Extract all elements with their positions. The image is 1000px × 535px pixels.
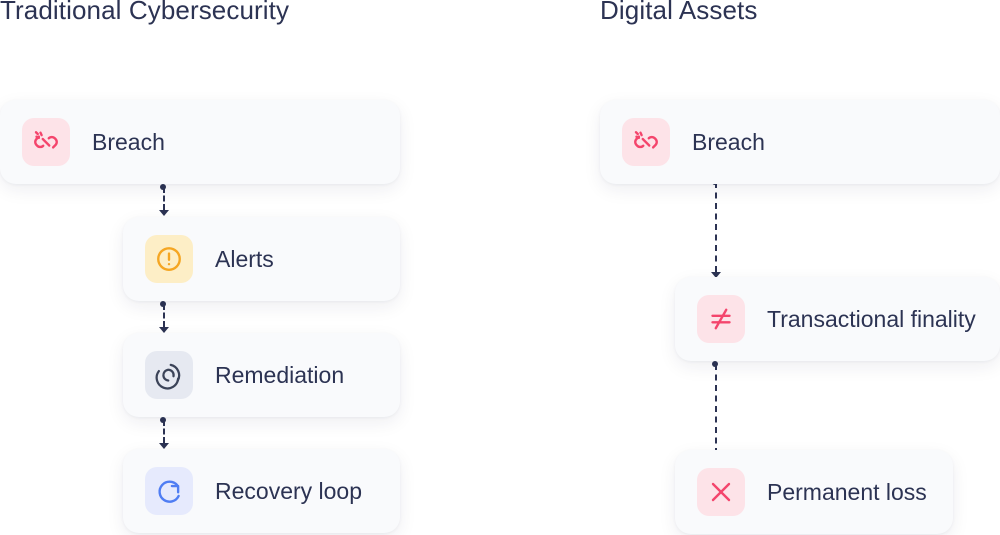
node-permanent-loss[interactable]: Permanent loss [675,450,953,534]
node-label: Recovery loop [215,477,363,504]
node-breach-traditional[interactable]: Breach [0,100,400,184]
connector-line [715,182,717,272]
connector-arrowhead [159,443,169,449]
node-label: Transactional finality [767,305,976,332]
spinner-arcs-icon [145,351,193,399]
connector-arrowhead [711,272,721,278]
circular-arrow-icon [145,467,193,515]
column-title-digital-assets: Digital Assets [600,0,758,25]
connector-remediation-to-recovery-loop [157,417,171,449]
node-recovery-loop[interactable]: Recovery loop [123,449,400,533]
node-label: Breach [92,128,165,155]
node-label: Remediation [215,361,345,388]
connector-line [163,304,165,327]
connector-breach-to-transactional-finality [709,179,723,278]
connector-alerts-to-remediation [157,301,171,333]
connector-breach-to-alerts [157,184,171,216]
connector-line [715,364,717,454]
connector-arrowhead [159,210,169,216]
node-label: Permanent loss [767,478,927,505]
node-remediation[interactable]: Remediation [123,333,400,417]
connector-arrowhead [159,327,169,333]
not-equal-icon [697,295,745,343]
broken-link-icon [622,118,670,166]
node-transactional-finality[interactable]: Transactional finality [675,277,1000,361]
node-label: Breach [692,128,765,155]
broken-link-icon [22,118,70,166]
connector-line [163,187,165,210]
node-breach-digital-assets[interactable]: Breach [600,100,1000,184]
column-title-traditional-cybersecurity: Traditional Cybersecurity [0,0,290,25]
alert-circle-icon [145,235,193,283]
connector-line [163,420,165,443]
node-alerts[interactable]: Alerts [123,217,400,301]
node-label: Alerts [215,245,274,272]
connector-transactional-finality-to-permanent-loss [709,361,723,460]
x-cross-icon [697,468,745,516]
